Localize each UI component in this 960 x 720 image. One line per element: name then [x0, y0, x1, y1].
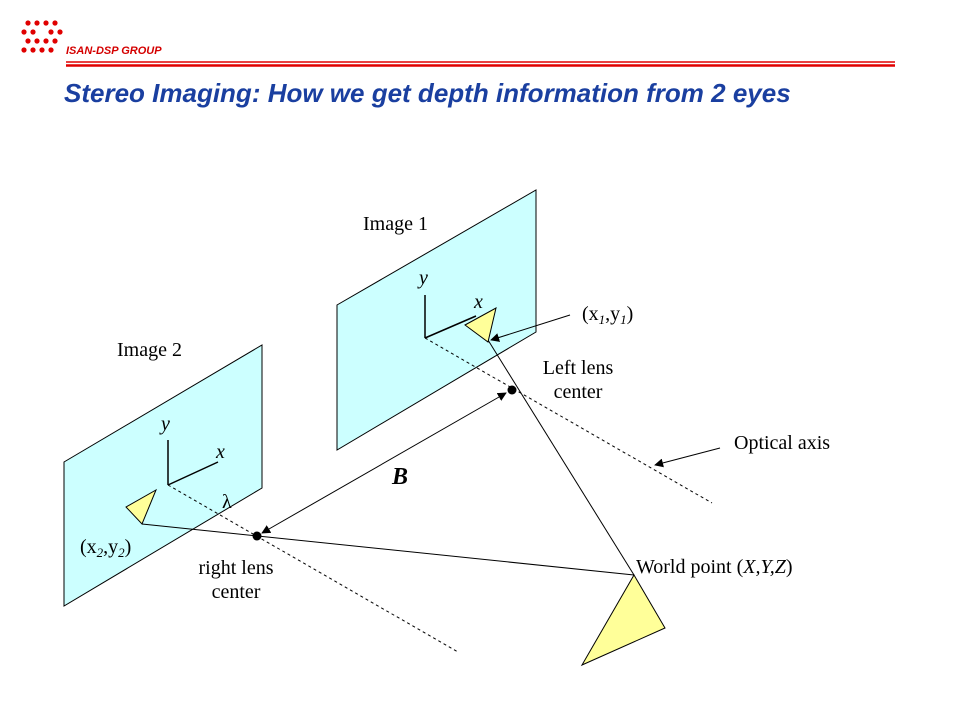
- image1-point-triangle: [464, 307, 497, 343]
- point1-label: (x1,y1): [582, 303, 634, 327]
- point2-label: (x2,y2): [80, 536, 132, 560]
- image2-x-label: x: [216, 441, 225, 463]
- ray-left: [487, 339, 635, 576]
- baseline-label: B: [392, 464, 409, 490]
- right-lens-line1: right lens: [198, 557, 274, 579]
- image2-x-axis: [167, 461, 219, 486]
- world-point-label: World point (X,Y,Z): [636, 556, 793, 578]
- lambda-label: λ: [222, 491, 232, 513]
- right-lens-center-dot: [252, 531, 262, 541]
- image2-y-label: y: [161, 413, 170, 435]
- left-lens-center-dot: [507, 385, 517, 395]
- group-name: ISAN-DSP GROUP: [66, 45, 162, 57]
- optical-axis-pointer-arrow: [654, 447, 721, 468]
- optical-axis-left: [424, 337, 713, 504]
- optical-axis-label: Optical axis: [734, 432, 831, 454]
- image1-x-axis: [424, 315, 477, 339]
- image1-y-label: y: [419, 267, 428, 289]
- header-divider: [66, 61, 895, 67]
- ray-right: [141, 523, 635, 576]
- image2-point-triangle: [125, 488, 158, 525]
- image1-x-label: x: [474, 291, 483, 313]
- left-lens-label: Left lens center: [518, 356, 638, 404]
- baseline-arrow: [261, 392, 507, 534]
- point1-pointer-arrow: [490, 314, 571, 342]
- left-lens-line1: Left lens: [542, 357, 614, 379]
- right-lens-label: right lens center: [176, 556, 296, 604]
- right-lens-line2: center: [211, 581, 261, 603]
- image2-label: Image 2: [117, 339, 182, 361]
- optical-axis-right: [167, 484, 459, 653]
- logo-icon: [21, 20, 63, 53]
- image1-label: Image 1: [363, 213, 428, 235]
- left-lens-line2: center: [553, 381, 603, 403]
- world-object-triangle: [580, 574, 666, 667]
- slide-title: Stereo Imaging: How we get depth informa…: [64, 78, 791, 108]
